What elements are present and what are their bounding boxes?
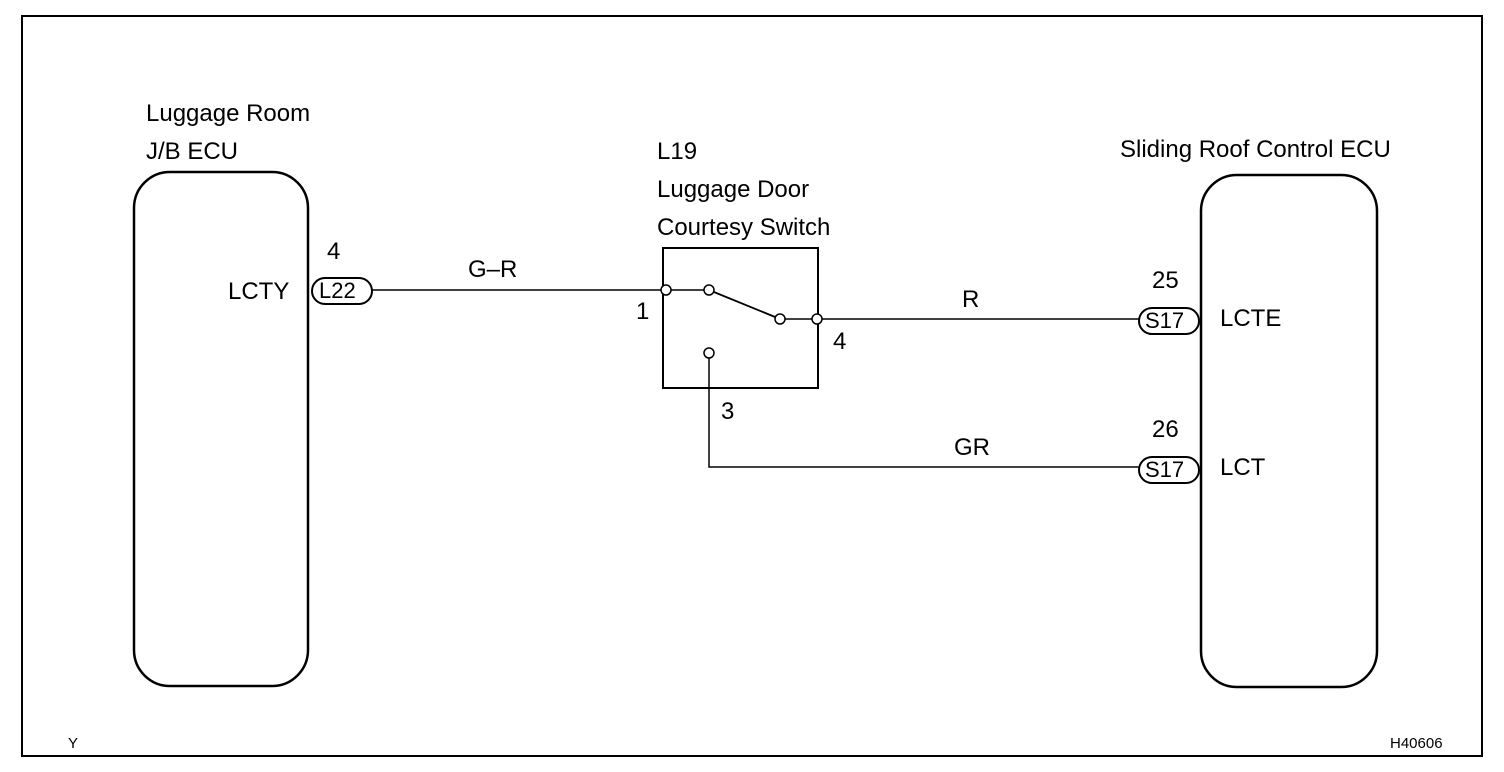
wire-gr [708, 358, 1139, 468]
switch-pin1-label: 1 [636, 298, 650, 325]
switch-code: L19 [657, 138, 698, 165]
wire-gr-label: GR [954, 434, 990, 461]
switch-lever [708, 289, 781, 320]
switch-contact [774, 313, 786, 325]
right-ecu-name: Sliding Roof Control ECU [1120, 136, 1391, 163]
right-ecu-terminal-lct: LCT [1220, 454, 1266, 481]
switch-pin3-terminal [703, 347, 715, 359]
left-ecu-title: Luggage Room J/B ECU [146, 95, 310, 171]
connector-l22-label: L22 [319, 278, 356, 303]
wire-g-r-label: G–R [468, 256, 518, 283]
left-ecu-name-line2: J/B ECU [146, 138, 239, 165]
switch-title: L19 Luggage Door Courtesy Switch [657, 133, 830, 247]
figure-code: H40606 [1390, 735, 1443, 752]
left-ecu-name-line1: Luggage Room [146, 100, 311, 127]
connector-s17-lcte-label: S17 [1145, 308, 1185, 333]
switch-pivot [703, 284, 715, 296]
switch-pin3-label: 3 [721, 398, 735, 425]
connector-s17-lcte-pill [1138, 307, 1200, 335]
connector-s17-lct-label: S17 [1145, 457, 1185, 482]
left-ecu-pin-number: 4 [327, 238, 341, 265]
right-ecu-pin-25: 25 [1152, 267, 1179, 294]
wire-r-label: R [962, 286, 980, 313]
diagram-border [21, 15, 1483, 757]
right-ecu-pin-26: 26 [1152, 416, 1179, 443]
luggage-door-courtesy-switch-box [662, 247, 819, 389]
connector-s17-lct-pill [1138, 456, 1200, 484]
switch-pin4-label: 4 [833, 328, 847, 355]
left-ecu-terminal-lcty: LCTY [228, 278, 290, 305]
connector-l22-pill [311, 277, 373, 305]
corner-code-left: Y [68, 735, 79, 752]
switch-name-line1: Luggage Door [657, 176, 810, 203]
switch-pin1-terminal [660, 284, 672, 296]
right-ecu-terminal-lcte: LCTE [1220, 305, 1282, 332]
sliding-roof-control-ecu-box [1199, 173, 1379, 689]
luggage-room-jb-ecu-box [132, 170, 310, 688]
switch-pin4-terminal [811, 313, 823, 325]
switch-name-line2: Courtesy Switch [657, 214, 831, 241]
